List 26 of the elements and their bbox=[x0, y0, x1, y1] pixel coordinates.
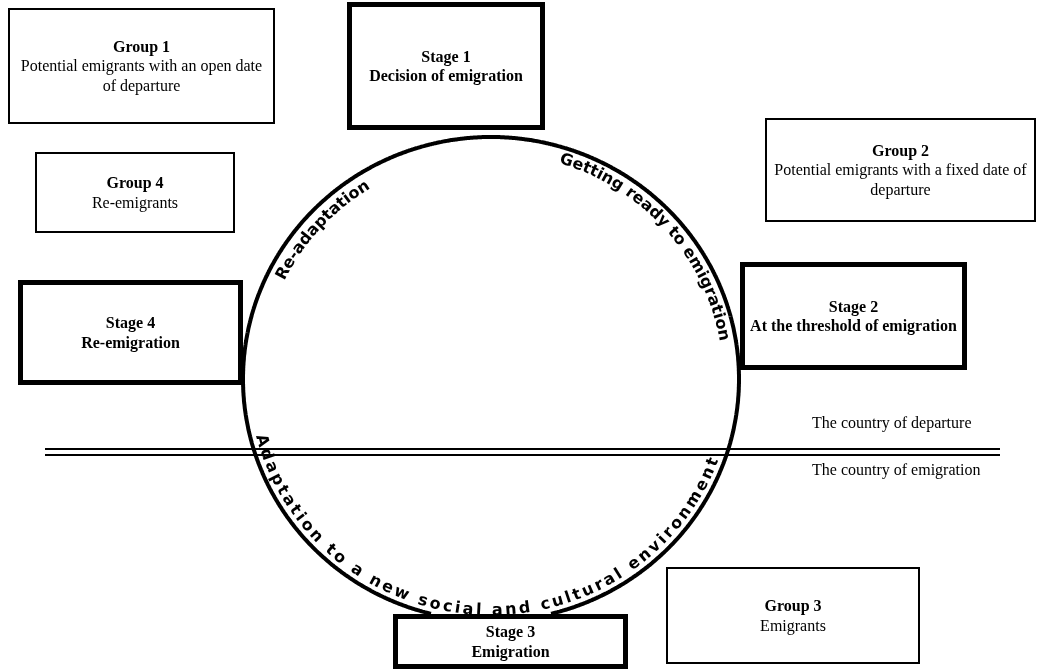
stage-box bbox=[18, 280, 243, 385]
box-text: Potential emigrants with an open date of departure bbox=[19, 56, 264, 95]
box-text: At the threshold of emigration bbox=[750, 316, 957, 336]
box-heading: Stage 3 bbox=[485, 622, 536, 642]
box-text: Re-emigrants bbox=[90, 192, 180, 212]
box-heading: Group 1 bbox=[111, 37, 172, 57]
box-text: Decision of emigration bbox=[369, 66, 523, 86]
stage-box bbox=[740, 262, 967, 370]
box-text: Emigrants bbox=[759, 615, 827, 635]
box-text: Emigration bbox=[471, 641, 550, 661]
box-heading: Group 4 bbox=[105, 173, 165, 193]
group-box bbox=[666, 567, 920, 664]
group-box bbox=[765, 118, 1036, 222]
box-heading: Group 3 bbox=[763, 596, 823, 616]
box-text: Potential emigrants with a fixed date of departure bbox=[773, 160, 1028, 199]
group-box bbox=[8, 8, 275, 124]
box-heading: Stage 1 bbox=[421, 46, 471, 66]
stage-box bbox=[347, 2, 545, 130]
box-heading: Stage 4 bbox=[105, 313, 156, 333]
group-box bbox=[35, 152, 235, 233]
stage-box bbox=[393, 614, 628, 669]
region-label: The country of departure bbox=[812, 414, 972, 432]
box-text: Re-emigration bbox=[81, 332, 180, 352]
box-heading: Group 2 bbox=[870, 141, 931, 161]
region-label: The country of emigration bbox=[812, 461, 981, 479]
box-heading: Stage 2 bbox=[828, 296, 879, 316]
